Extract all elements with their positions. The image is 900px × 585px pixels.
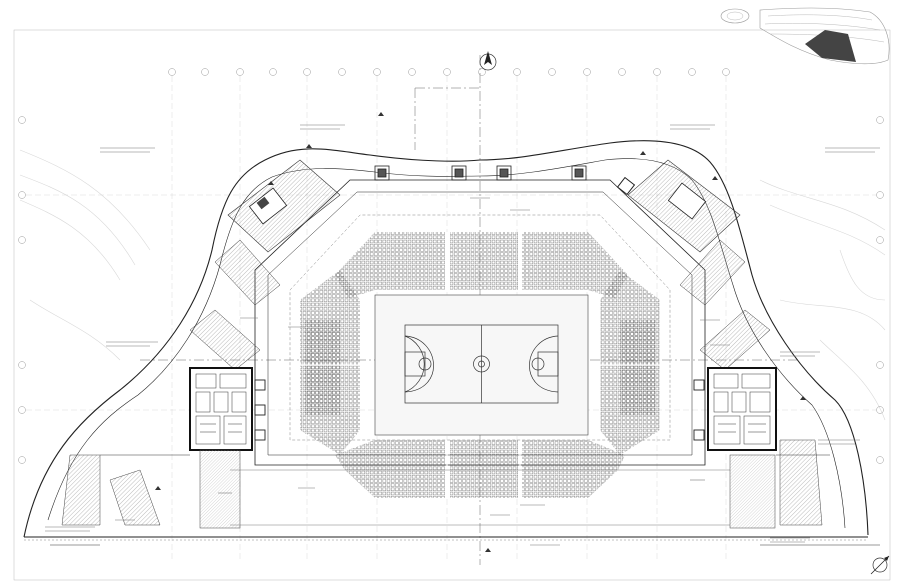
key-plan-thumbnail bbox=[720, 7, 890, 65]
stair-wing-top-left bbox=[214, 159, 341, 306]
basketball-court bbox=[404, 324, 559, 404]
section-marker-icon bbox=[870, 555, 890, 575]
site-contours bbox=[19, 149, 886, 421]
service-block-right bbox=[693, 367, 777, 529]
building-envelope bbox=[23, 140, 869, 538]
seating-sides bbox=[300, 270, 660, 455]
top-entrances bbox=[374, 165, 587, 181]
stair-mid-left bbox=[189, 309, 261, 371]
seating-bottom bbox=[335, 440, 625, 498]
stair-mid-right bbox=[699, 309, 771, 371]
grid-axis-markers bbox=[18, 68, 884, 464]
annotation-leaders bbox=[45, 124, 880, 546]
seating-aisles bbox=[300, 232, 660, 498]
stair-wing-top-right bbox=[616, 159, 746, 306]
service-block-left bbox=[189, 367, 266, 529]
entry-stairs-bottom-left bbox=[61, 454, 190, 526]
seating-top bbox=[335, 232, 628, 298]
entry-stairs-bottom-right bbox=[776, 439, 830, 526]
level-markers bbox=[155, 112, 806, 552]
north-arrow-icon bbox=[479, 51, 497, 71]
circulation-path bbox=[289, 214, 671, 441]
site-frontage bbox=[24, 469, 880, 546]
site-border bbox=[13, 29, 891, 581]
